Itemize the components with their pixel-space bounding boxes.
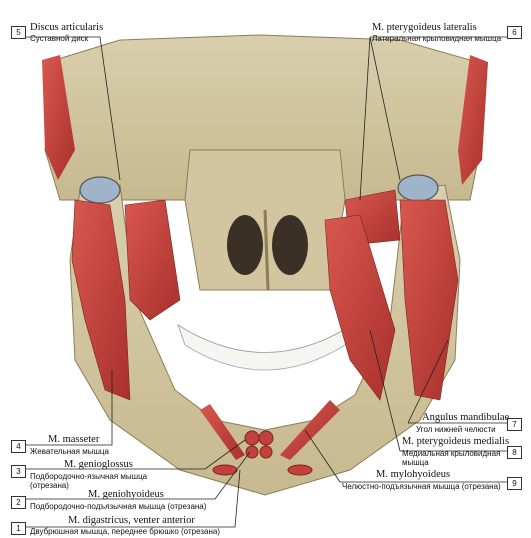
temporal-muscle-right	[458, 55, 488, 185]
articular-disc-left	[79, 176, 121, 204]
medial-pterygoid-left	[124, 199, 181, 321]
label-number-7: 7	[507, 418, 522, 431]
label-number-2: 2	[11, 496, 26, 509]
label-mylohyoideus-latin: M. mylohyoideus	[376, 469, 451, 480]
label-pterygoideus-medialis-russian: Медиальная крыловидная	[402, 449, 501, 458]
label-number-5: 5	[11, 26, 26, 39]
digastric-right	[287, 464, 313, 476]
label-number-3: 3	[11, 465, 26, 478]
teeth	[177, 324, 353, 371]
mandible	[69, 184, 461, 496]
articular-disc-right	[397, 174, 439, 202]
label-number-1: 1	[11, 522, 26, 535]
label-pterygoideus-lateralis-russian: Латеральная крыловидная мышца	[372, 34, 502, 43]
temporal-muscle-left	[42, 55, 75, 180]
label-pterygoideus-medialis-latin: M. pterygoideus medialis	[402, 436, 510, 447]
masseter-left	[71, 199, 131, 401]
label-angulus-mandibulae-latin: Angulus mandibulae	[422, 412, 510, 423]
medial-pterygoid-right	[324, 214, 396, 401]
label-digastricus-russian: Двубрюшная мышца, переднее брюшко (отрез…	[30, 527, 220, 536]
label-number-9: 9	[507, 477, 522, 490]
label-discus-articularis-russian: Суставной диск	[30, 34, 89, 43]
label-mylohyoideus-russian: Челюстно-подъязычная мышца (отрезана)	[342, 482, 501, 491]
mylohyoid-left	[200, 404, 245, 460]
label-pterygoideus-lateralis-latin: M. pterygoideus lateralis	[372, 22, 477, 33]
label-number-4: 4	[11, 440, 26, 453]
label-number-6: 6	[507, 26, 522, 39]
label-number-8: 8	[507, 446, 522, 459]
label-geniohyoideus-russian: Подбородочно-подъязычная мышца (отрезана…	[30, 502, 207, 511]
label-geniohyoideus-latin: M. geniohyoideus	[88, 489, 164, 500]
digastric-left	[212, 464, 238, 476]
mylohyoid-right	[280, 400, 340, 460]
label-masseter-russian: Жевательная мышца	[30, 447, 109, 456]
label-angulus-mandibulae-russian: Угол нижней челюсти	[416, 425, 496, 434]
label-masseter-latin: M. masseter	[48, 434, 100, 445]
label-genioglossus-russian: Подбородочно-язычная мышца	[30, 472, 148, 481]
label-digastricus-latin: M. digastricus, venter anterior	[68, 515, 195, 526]
label-discus-articularis-latin: Discus articularis	[30, 22, 104, 33]
label-genioglossus-russian-2: (отрезана)	[30, 481, 69, 490]
label-pterygoideus-medialis-russian-2: мышца	[402, 458, 429, 467]
label-genioglossus-latin: M. genioglossus	[64, 459, 133, 470]
genioglossus-cut	[244, 430, 274, 459]
